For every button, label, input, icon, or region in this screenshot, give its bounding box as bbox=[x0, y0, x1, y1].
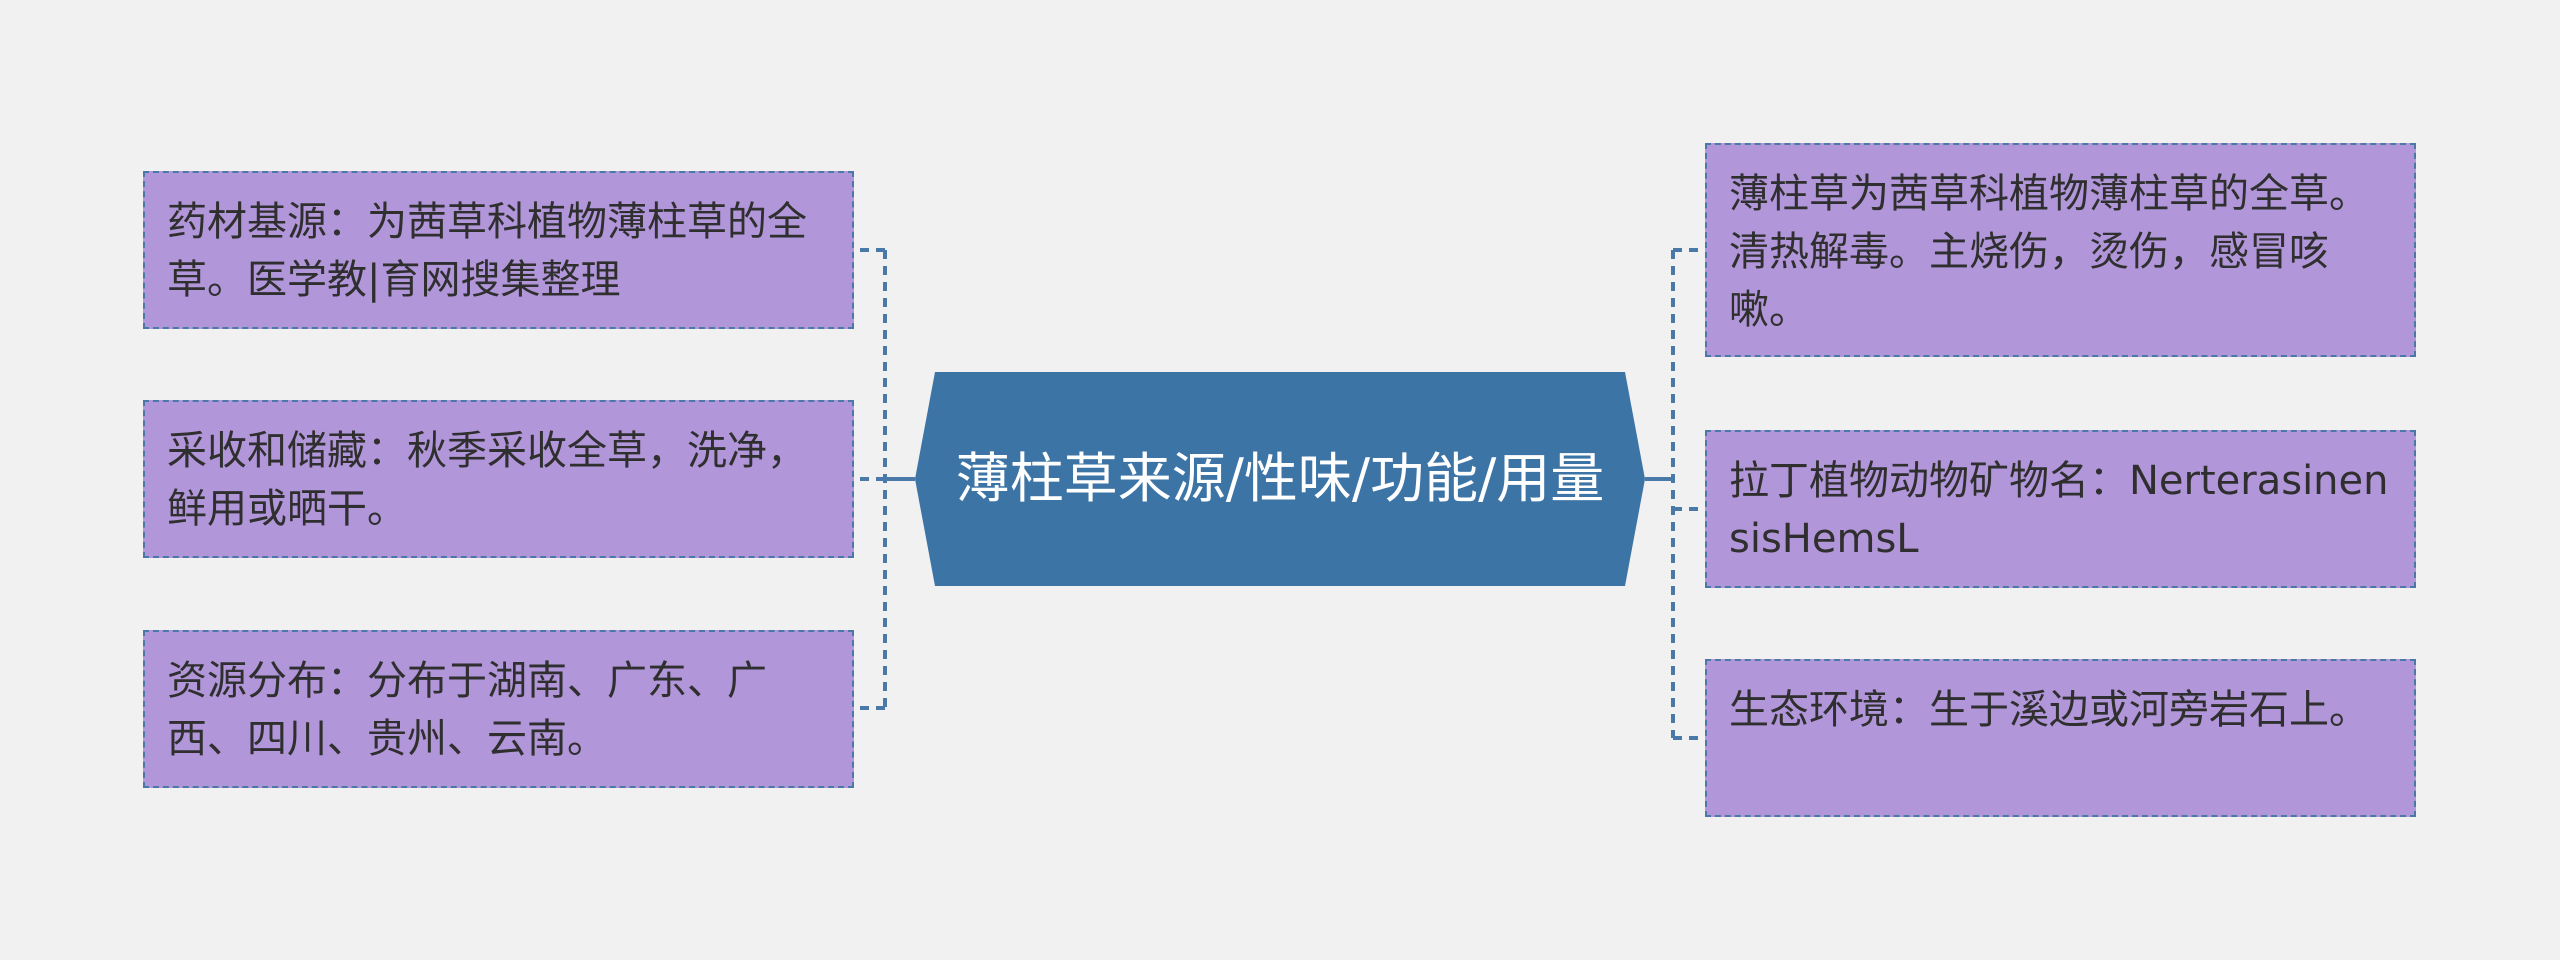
topic-latin-name[interactable]: 拉丁植物动物矿物名：NerterasinensisHemsL bbox=[1705, 430, 2416, 588]
topic-distribution[interactable]: 资源分布：分布于湖南、广东、广西、四川、贵州、云南。 bbox=[143, 630, 854, 788]
topic-functions[interactable]: 薄柱草为茜草科植物薄柱草的全草。清热解毒。主烧伤，烫伤，感冒咳嗽。 bbox=[1705, 143, 2416, 357]
central-topic-label: 薄柱草来源/性味/功能/用量 bbox=[955, 447, 1605, 510]
central-topic[interactable]: 薄柱草来源/性味/功能/用量 bbox=[915, 372, 1645, 586]
topic-harvest-storage[interactable]: 采收和储藏：秋季采收全草，洗净，鲜用或晒干。 bbox=[143, 400, 854, 558]
topic-habitat[interactable]: 生态环境：生于溪边或河旁岩石上。 bbox=[1705, 659, 2416, 817]
topic-medicinal-origin[interactable]: 药材基源：为茜草科植物薄柱草的全草。医学教|育网搜集整理 bbox=[143, 171, 854, 329]
central-topic-shape bbox=[915, 372, 1645, 586]
